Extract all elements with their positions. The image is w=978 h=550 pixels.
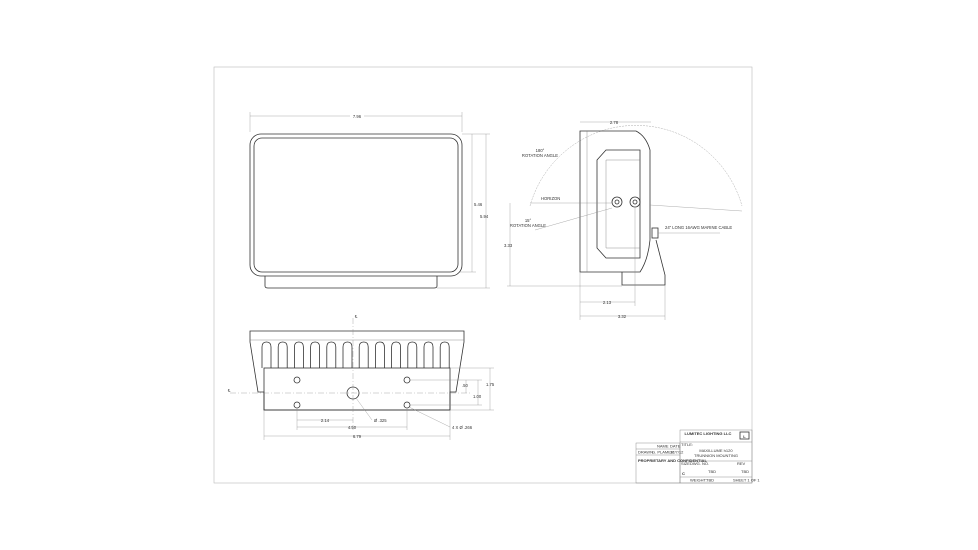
pivot-dimension: 2.13: [603, 300, 612, 305]
weight-label: WEIGHT:: [690, 478, 707, 483]
heatsink-fin: [277, 341, 288, 368]
inner-height-dimension: 5.46: [474, 202, 483, 207]
hole-spacing-dimension: 4.50: [348, 425, 357, 430]
heatsink-fin: [439, 341, 450, 368]
base-dimension: 3.32: [618, 314, 627, 319]
heatsink-fin: [391, 341, 401, 368]
company-logo: [739, 431, 750, 440]
rotation-down-angle: 15°: [525, 218, 532, 223]
bottom-view: ℄ ℄ 2.14 Ø .325 4.50 6.79 4 X Ø .266 .50…: [227, 314, 495, 440]
confidential-heading: PROPRIETARY AND CONFIDENTIAL: [638, 458, 707, 463]
title-line-1: MAXILLUME h120: [699, 448, 733, 453]
size-label: SIZE: [681, 461, 690, 466]
bracket-depth-dimension: 1.75: [486, 382, 495, 387]
col-date: DATE: [670, 444, 681, 449]
weight-value: TBD: [706, 478, 714, 483]
cable-label: 24" LONG 16AWG MARINE CABLE: [665, 225, 732, 230]
centerline-horizontal: ℄: [227, 388, 231, 393]
base-width-dimension: 6.79: [353, 434, 362, 439]
drawn-date: 12/7/12: [670, 450, 684, 455]
drawn-name: G. PLAMER: [652, 450, 674, 455]
heatsink-fin: [294, 341, 304, 368]
rev-label: REV: [737, 461, 746, 466]
company-name: LUMITEC LIGHTING LLC: [685, 431, 732, 436]
heatsink-fin: [326, 341, 337, 368]
offset-mid-dimension: 1.00: [473, 394, 482, 399]
half-spacing-dimension: 2.14: [321, 418, 330, 423]
side-height-dimension: 3.33: [504, 243, 513, 248]
rotation-up-angle: 180°: [536, 148, 545, 153]
side-view: 2.78 180° ROTATION ANGLE HORIZON 15° ROT…: [504, 120, 743, 320]
horizon-label: HORIZON: [541, 196, 560, 201]
height-dimension: 5.94: [480, 214, 489, 219]
front-view: 7.96 5.46 5.94: [249, 112, 490, 289]
rotation-down-label: ROTATION ANGLE: [510, 223, 546, 228]
rotation-up-label: ROTATION ANGLE: [522, 153, 558, 158]
size-value: C: [682, 471, 685, 476]
width-dimension: 7.96: [353, 114, 362, 119]
title-line-2: TRUNNION MOUNTING: [694, 453, 738, 458]
depth-dimension: 2.78: [610, 120, 619, 125]
offset-small-dimension: .50: [462, 383, 468, 388]
holes-callout: 4 X Ø .266: [452, 425, 473, 430]
rev-value: TBD: [741, 469, 749, 474]
heatsink-fin: [358, 341, 369, 368]
sheet-border: [213, 66, 753, 484]
row-drawn: DRAWN: [638, 450, 653, 455]
sheet-number: SHEET 1 OF 1: [733, 478, 760, 483]
heatsink-fin: [261, 341, 272, 368]
logo-text: L: [743, 434, 746, 439]
heatsink-fin: [342, 341, 353, 368]
center-hole-dimension: Ø .325: [374, 418, 387, 423]
dwg-number: TBD: [708, 469, 716, 474]
heatsink-fin: [407, 341, 418, 368]
col-name: NAME: [657, 444, 669, 449]
heatsink-fin: [423, 341, 434, 368]
dwg-label: DWG. NO.: [690, 461, 709, 466]
title-label: TITLE:: [681, 442, 693, 447]
heatsink-fin: [375, 341, 385, 368]
centerline-vertical: ℄: [354, 314, 358, 319]
heatsink-fin: [310, 341, 320, 368]
title-block: LUMITEC LIGHTING LLC L NAME DATE DRAWN G…: [635, 429, 760, 484]
